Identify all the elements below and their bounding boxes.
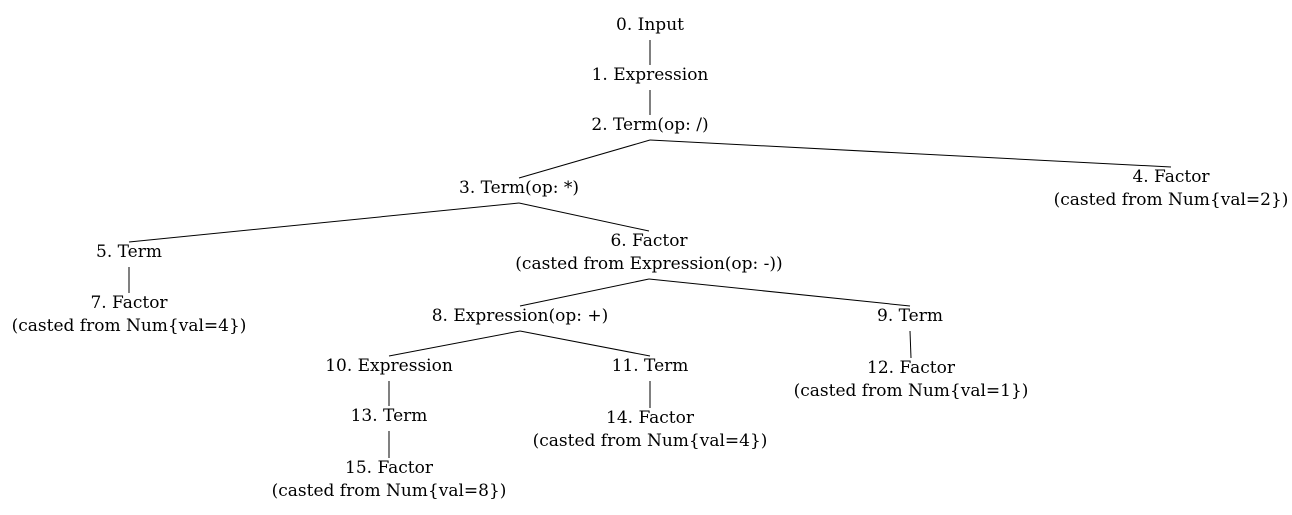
node-label: 0. Input [616, 15, 684, 35]
node-sublabel: (casted from Num{val=2}) [1053, 190, 1289, 210]
node-label: 4. Factor [1132, 167, 1210, 187]
tree-node-expression-10: 10. Expression [325, 355, 453, 378]
node-sublabel: (casted from Num{val=1}) [793, 381, 1029, 401]
node-sublabel: (casted from Num{val=8}) [271, 481, 507, 501]
tree-node-factor-expression: 6. Factor (casted from Expression(op: -)… [515, 230, 782, 276]
node-label: 1. Expression [591, 65, 709, 85]
edge-n2-n3 [518, 139, 651, 179]
tree-node-expression: 1. Expression [592, 64, 709, 87]
tree-node-factor-num-1: 12. Factor (casted from Num{val=1}) [794, 357, 1029, 403]
tree-node-term-mul: 3. Term(op: *) [459, 177, 579, 200]
edge-n8-n11 [519, 330, 651, 357]
node-sublabel: (casted from Num{val=4}) [11, 316, 247, 336]
tree-node-factor-num-4a: 7. Factor (casted from Num{val=4}) [12, 292, 247, 338]
node-sublabel: (casted from Num{val=4}) [532, 431, 768, 451]
node-label: 3. Term(op: *) [459, 178, 579, 198]
tree-node-term-9: 9. Term [877, 305, 943, 328]
node-label: 14. Factor [606, 408, 694, 428]
tree-node-term-11: 11. Term [612, 355, 689, 378]
edge-n3-n5 [128, 202, 520, 243]
edge-n2-n4 [649, 139, 1172, 168]
tree-node-factor-num-2: 4. Factor (casted from Num{val=2}) [1054, 166, 1289, 212]
node-label: 6. Factor [610, 231, 688, 251]
tree-node-expression-add: 8. Expression(op: +) [432, 305, 609, 328]
node-sublabel: (casted from Expression(op: -)) [515, 254, 783, 274]
node-label: 8. Expression(op: +) [431, 306, 609, 326]
edge-n6-n8 [519, 278, 650, 307]
node-label: 13. Term [350, 406, 428, 426]
edge-n6-n9 [648, 278, 911, 307]
node-label: 7. Factor [90, 293, 168, 313]
edge-n9-n12 [909, 330, 912, 359]
node-label: 10. Expression [325, 356, 453, 376]
node-label: 15. Factor [345, 458, 433, 478]
edge-n8-n10 [388, 330, 521, 357]
tree-node-factor-num-4b: 14. Factor (casted from Num{val=4}) [533, 407, 768, 453]
tree-node-factor-num-8: 15. Factor (casted from Num{val=8}) [272, 457, 507, 503]
tree-node-input: 0. Input [616, 14, 684, 37]
node-label: 2. Term(op: /) [591, 115, 709, 135]
edge-n3-n6 [518, 202, 650, 232]
tree-node-term-div: 2. Term(op: /) [591, 114, 708, 137]
node-label: 5. Term [96, 242, 162, 262]
node-label: 11. Term [611, 356, 689, 376]
node-label: 9. Term [877, 306, 943, 326]
node-label: 12. Factor [867, 358, 955, 378]
tree-node-term-13: 13. Term [351, 405, 428, 428]
tree-node-term-5: 5. Term [96, 241, 162, 264]
